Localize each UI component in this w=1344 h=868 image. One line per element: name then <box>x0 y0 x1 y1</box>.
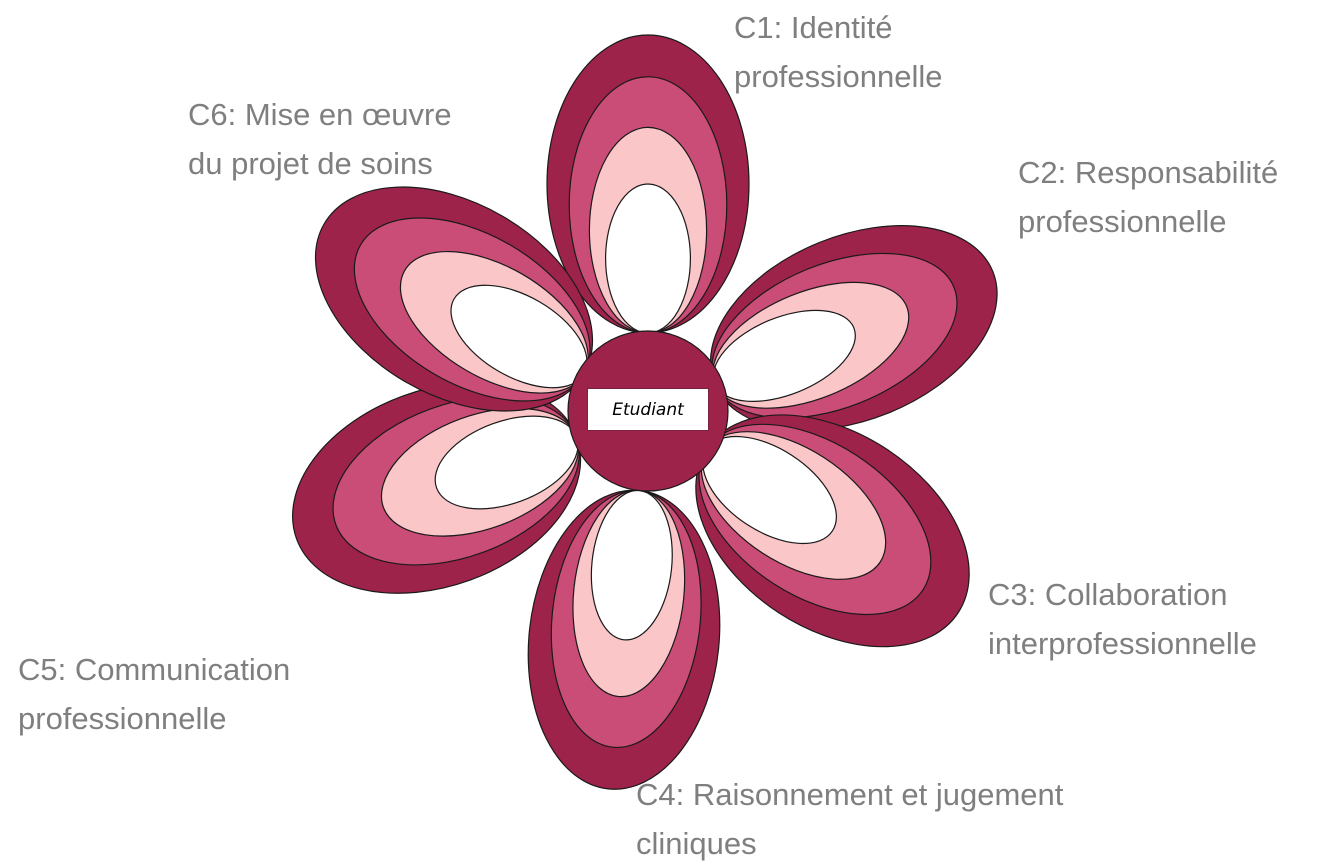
petal-c4 <box>527 489 721 790</box>
petal-c1 <box>546 34 750 334</box>
petal-c6 <box>314 186 594 412</box>
competence-c2-line-2: professionnelle <box>1018 204 1227 239</box>
competence-c1-line-1: C1: Identité <box>734 10 893 45</box>
competence-c3-line-1: C3: Collaboration <box>988 577 1228 612</box>
competence-label-c1: C1: Identité professionnelle <box>734 3 943 101</box>
competence-c5-line-1: C5: Communication <box>18 652 291 687</box>
competence-label-c5: C5: Communication professionnelle <box>18 645 290 743</box>
petal-c5 <box>292 382 582 594</box>
petal-c3 <box>695 414 970 648</box>
competence-c1-line-2: professionnelle <box>734 59 943 94</box>
competence-label-c2: C2: Responsabilité professionnelle <box>1018 148 1278 246</box>
competence-c6-line-1: C6: Mise en œuvre <box>188 97 452 132</box>
petal-c1-core <box>605 183 692 334</box>
competence-c5-line-2: professionnelle <box>18 701 227 736</box>
competence-c2-line-1: C2: Responsabilité <box>1018 155 1279 190</box>
student-center-label-box: Etudiant <box>587 388 709 431</box>
competence-label-c4: C4: Raisonnement et jugement cliniques <box>636 770 1063 868</box>
competence-c4-line-1: C4: Raisonnement et jugement <box>636 777 1064 812</box>
competence-c4-line-2: cliniques <box>636 826 757 861</box>
competence-label-c3: C3: Collaboration interprofessionnelle <box>988 570 1257 668</box>
petals-group <box>292 34 998 790</box>
competence-c3-line-2: interprofessionnelle <box>988 626 1257 661</box>
competence-c6-line-2: du projet de soins <box>188 146 433 181</box>
student-center-label: Etudiant <box>612 399 684 420</box>
competence-label-c6: C6: Mise en œuvre du projet de soins <box>188 90 452 188</box>
